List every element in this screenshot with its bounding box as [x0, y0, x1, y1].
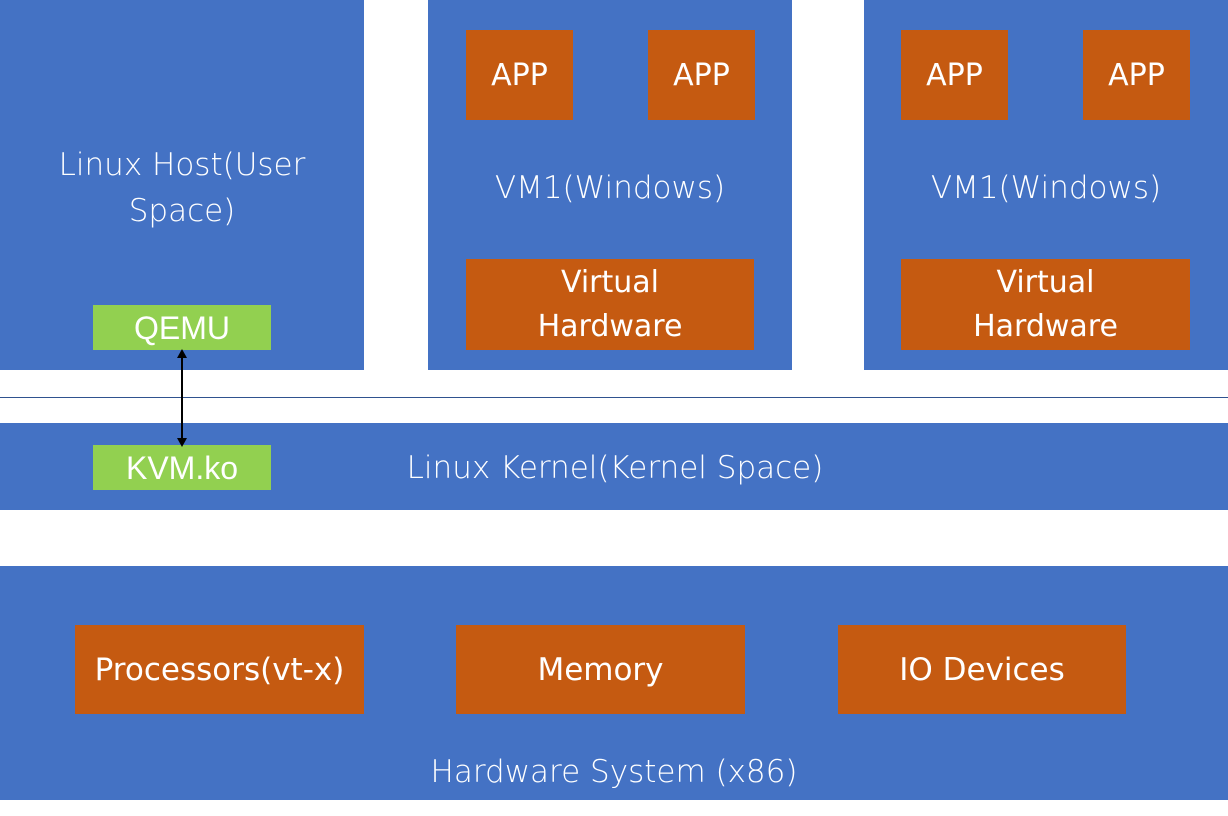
vm1-app-2: APP	[648, 30, 755, 120]
hardware-system-title: Hardware System (x86)	[430, 754, 798, 790]
vm2-app-1: APP	[901, 30, 1008, 120]
linux-kernel-title: Linux Kernel(Kernel Space)	[406, 450, 824, 486]
linux-host-title: Linux Host(User Space)	[58, 147, 306, 229]
qemu-kvm-arrow	[177, 349, 187, 447]
vm2-virtual-hardware: Virtual Hardware	[901, 259, 1190, 350]
hw-memory: Memory	[456, 625, 745, 714]
vm1-title: VM1(Windows)	[494, 170, 726, 206]
qemu-box: QEMU	[93, 305, 271, 350]
vm1-virtual-hardware: Virtual Hardware	[466, 259, 754, 350]
vm1-app-1: APP	[466, 30, 573, 120]
kvm-module-box: KVM.ko	[93, 445, 271, 490]
hw-io-devices: IO Devices	[838, 625, 1126, 714]
hw-processors: Processors(vt-x)	[75, 625, 364, 714]
separator-line-top	[0, 397, 1228, 398]
vm2-title: VM1(Windows)	[930, 170, 1162, 206]
vm2-app-2: APP	[1083, 30, 1190, 120]
